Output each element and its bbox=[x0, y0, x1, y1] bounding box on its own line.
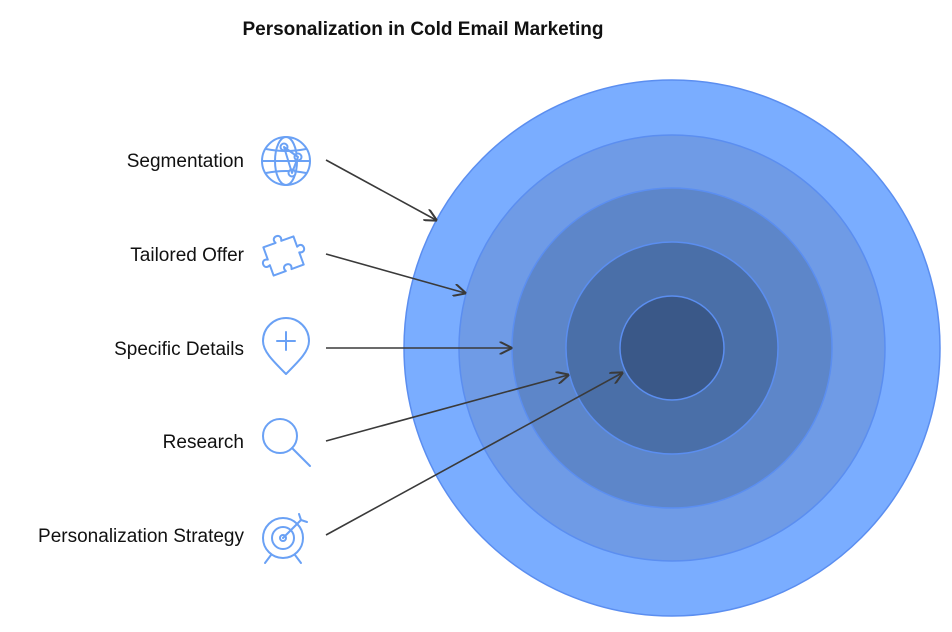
diagram-title: Personalization in Cold Email Marketing bbox=[242, 19, 604, 40]
puzzle-piece-icon bbox=[261, 234, 306, 277]
arrow-personalization-strategy bbox=[325, 373, 622, 536]
label-research: Research bbox=[163, 432, 244, 453]
target-dart-icon bbox=[262, 513, 308, 564]
label-segmentation: Segmentation bbox=[127, 151, 244, 172]
arrow-segmentation bbox=[325, 159, 436, 220]
magnifier-icon bbox=[262, 418, 311, 467]
arrow-research bbox=[325, 375, 568, 442]
label-specific-details: Specific Details bbox=[114, 339, 244, 360]
map-pin-plus-icon bbox=[262, 317, 310, 375]
arrow-tailored-offer bbox=[325, 253, 465, 293]
label-tailored-offer: Tailored Offer bbox=[130, 245, 244, 266]
label-personalization-strategy: Personalization Strategy bbox=[38, 526, 244, 547]
ring-5 bbox=[619, 295, 725, 401]
globe-network-icon bbox=[261, 136, 311, 186]
